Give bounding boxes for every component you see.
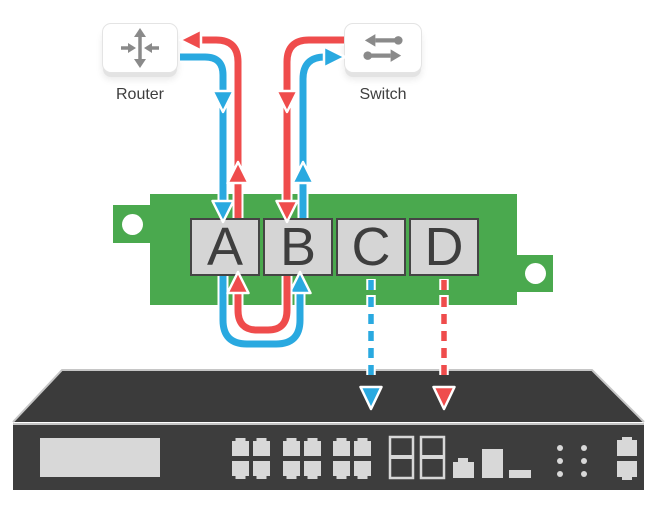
switch-icon <box>363 34 403 62</box>
vent-dots <box>557 445 587 477</box>
flow-red-port-a-to-router <box>178 28 250 218</box>
tap-port-row: A B C D <box>190 218 479 276</box>
tap-port-b-label: B <box>279 217 317 277</box>
tap-mount-tab-right <box>516 255 553 292</box>
tap-port-c: C <box>336 218 406 276</box>
rj45-port-group-1 <box>232 438 270 479</box>
appliance-top-highlight <box>12 369 645 423</box>
mount-hole-right <box>525 263 546 284</box>
router-device <box>102 23 178 73</box>
management-ports <box>617 437 637 480</box>
monitor-blue-port-c-to-appliance <box>359 279 383 411</box>
console-usb-connectors <box>453 449 531 478</box>
tap-port-c-label: C <box>351 217 391 277</box>
switch-label: Switch <box>359 86 407 103</box>
tap-port-a-label: A <box>206 217 244 277</box>
tap-port-d-label: D <box>424 217 464 277</box>
flow-blue-port-b-to-switch <box>291 45 347 218</box>
flow-red-loop-b-to-a <box>226 270 293 336</box>
mount-hole-left <box>122 214 143 235</box>
appliance-chassis <box>12 369 645 490</box>
flow-blue-router-to-port-a <box>180 51 235 224</box>
tap-port-d: D <box>409 218 479 276</box>
switch-device <box>344 23 422 73</box>
rj45-port-group-2 <box>283 438 321 479</box>
flow-red-switch-to-port-b <box>275 34 344 224</box>
tap-mount-tab-left <box>113 205 151 243</box>
monitor-red-port-d-to-appliance <box>432 279 456 411</box>
tap-port-a: A <box>190 218 260 276</box>
appliance-front-details <box>40 435 637 480</box>
appliance-top-panel <box>13 370 644 422</box>
rj45-port-group-3 <box>333 438 371 479</box>
router-icon <box>121 28 159 68</box>
flow-blue-loop-a-to-b <box>217 270 312 350</box>
router-label: Router <box>115 86 165 103</box>
appliance-edge-line <box>13 423 644 425</box>
lcd-display <box>40 438 160 477</box>
sfp-module-slots <box>388 435 446 480</box>
